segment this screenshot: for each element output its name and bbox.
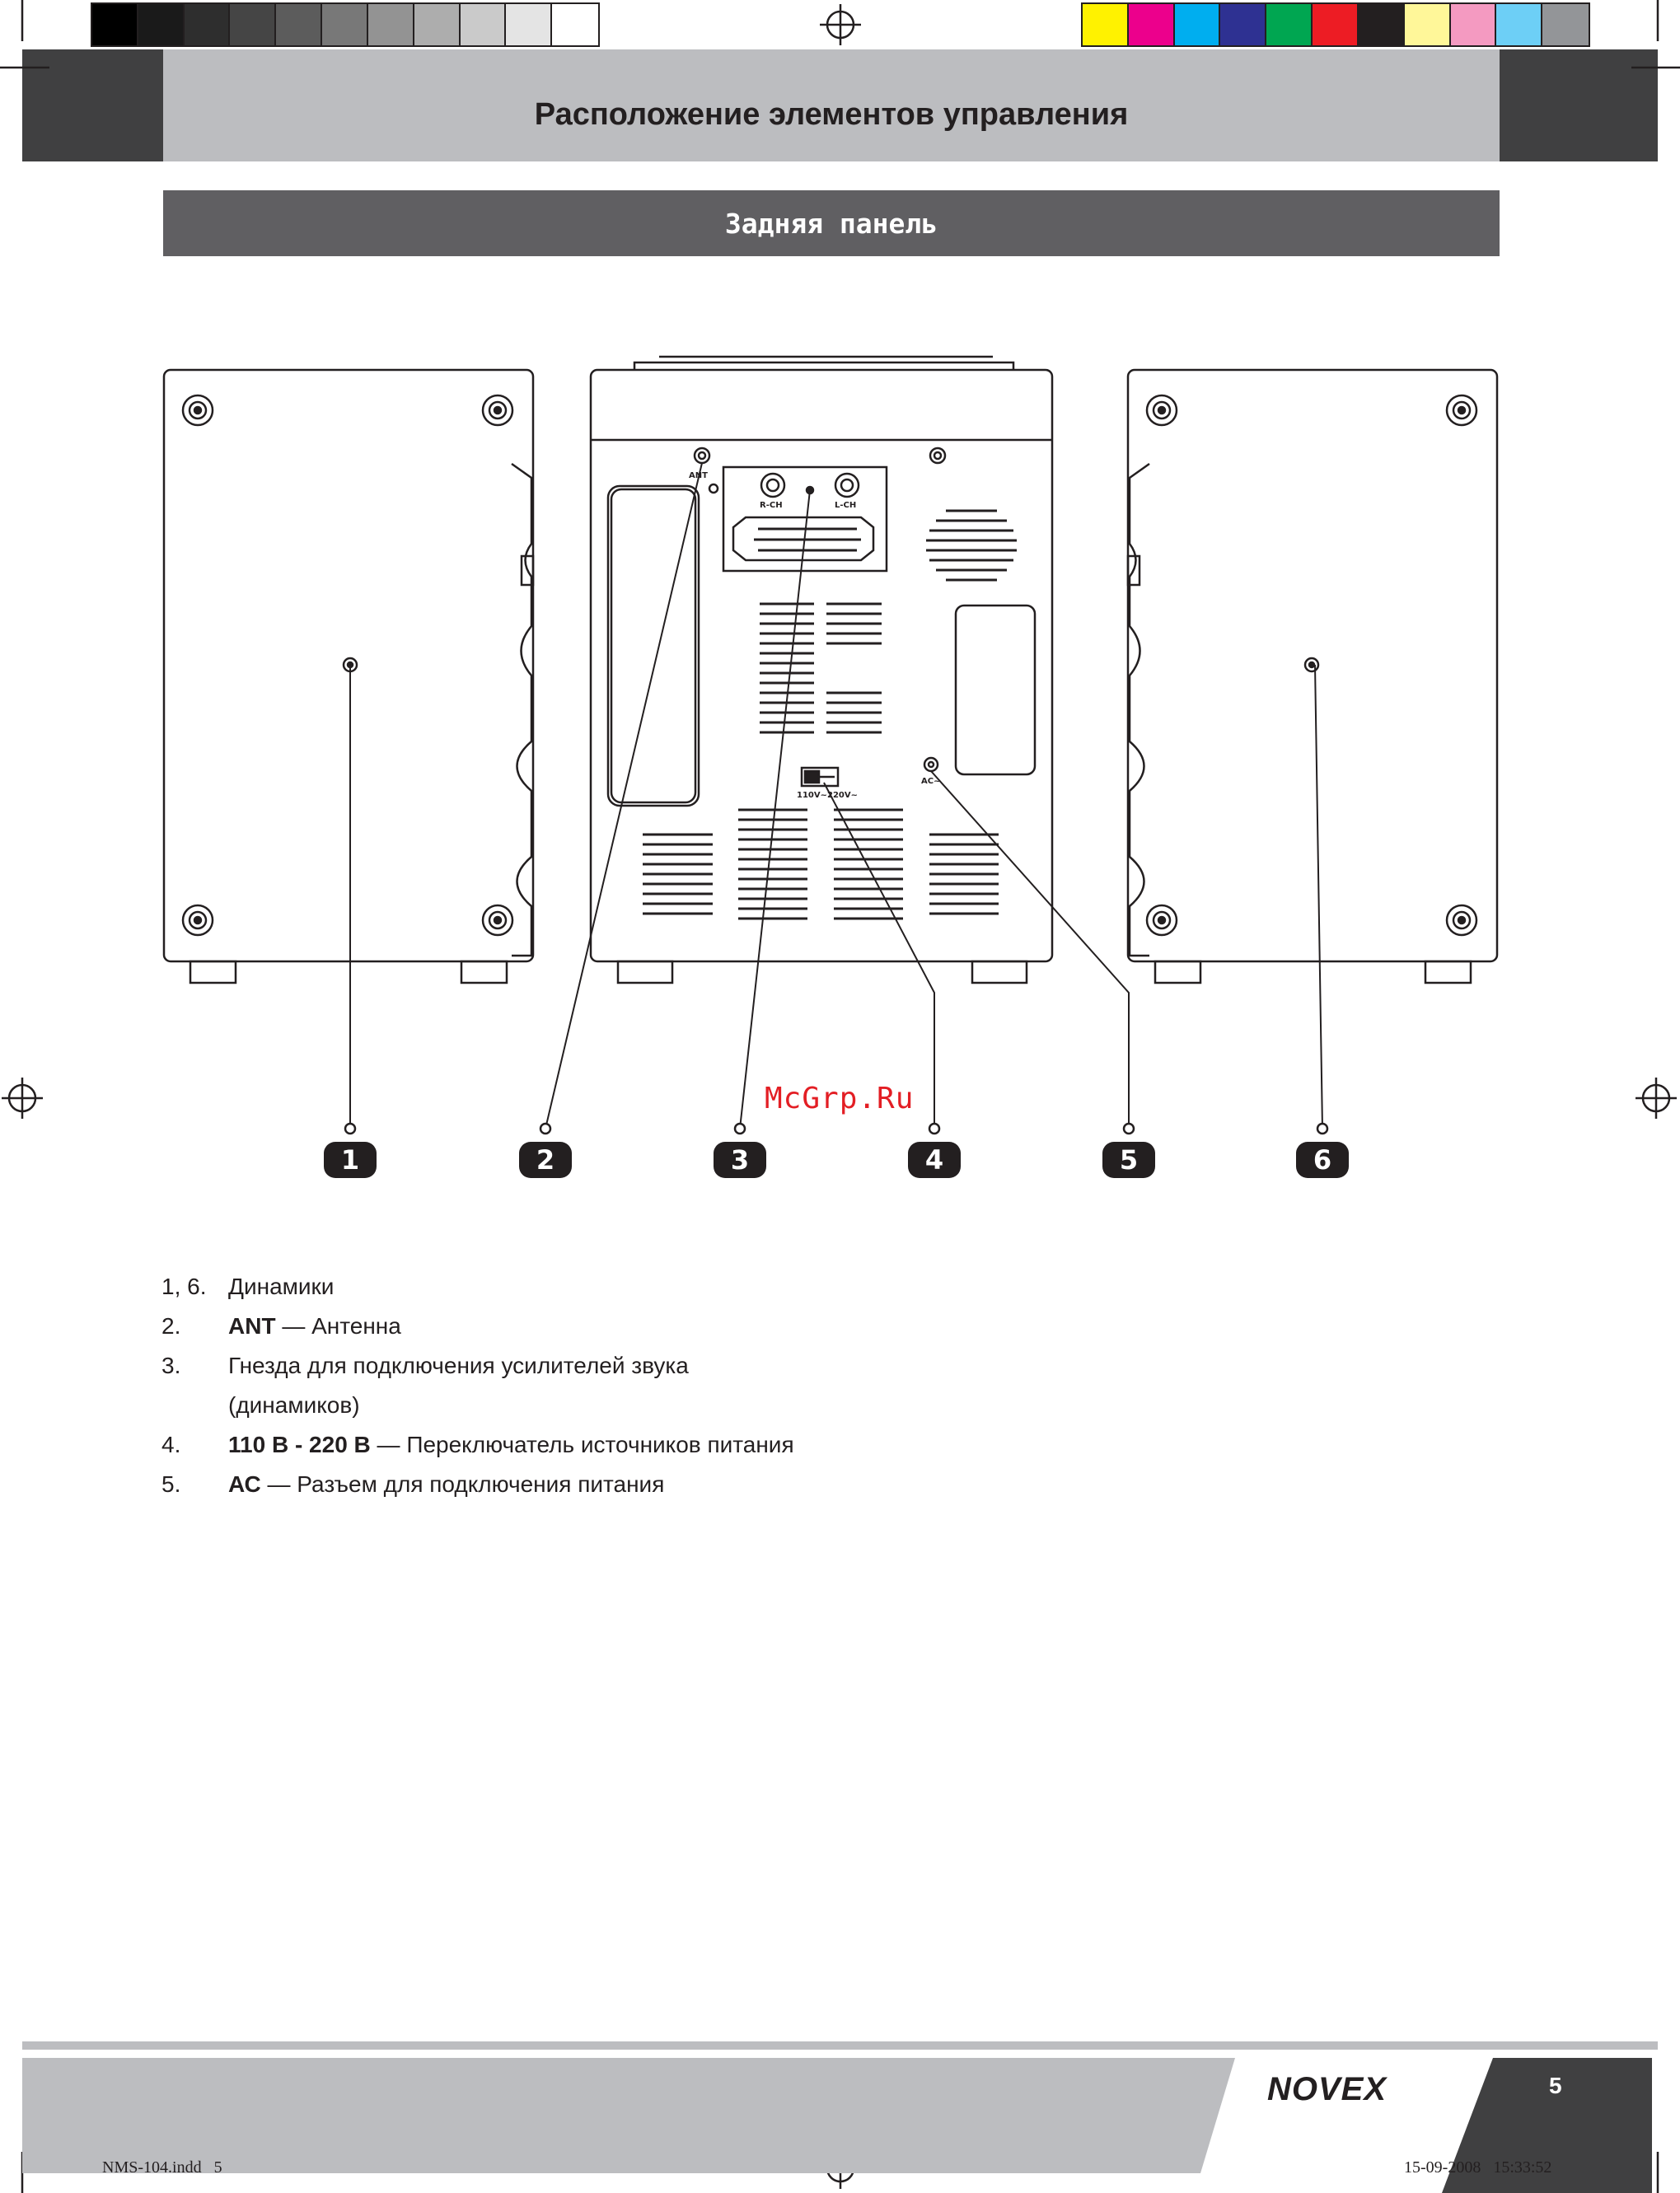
gray-swatch bbox=[322, 4, 368, 45]
footer-band bbox=[22, 2058, 1235, 2173]
ant-label: ANT bbox=[689, 471, 708, 480]
gray-swatch bbox=[414, 4, 461, 45]
voltage-label: 110V~220V~ bbox=[797, 791, 858, 800]
gray-swatch bbox=[367, 4, 414, 45]
gray-swatch bbox=[92, 4, 138, 45]
section-title: Задняя панель bbox=[163, 190, 1500, 256]
gray-swatch bbox=[138, 4, 185, 45]
callout-4: 4 bbox=[908, 1142, 961, 1178]
date-slug: 15-09-2008 15:33:52 bbox=[1404, 2158, 1552, 2177]
legend-text: Динамики bbox=[228, 1274, 335, 1299]
bottom-vents bbox=[643, 808, 999, 920]
leader-lines bbox=[349, 462, 1323, 1129]
callout-2: 2 bbox=[519, 1142, 572, 1178]
legend-number: 5. bbox=[161, 1471, 181, 1497]
color-swatch bbox=[1542, 4, 1589, 45]
legend-key: ANT bbox=[228, 1313, 276, 1339]
center-vents bbox=[760, 602, 882, 734]
ac-label: AC~ bbox=[921, 777, 940, 786]
legend-number: 1, 6. bbox=[161, 1274, 207, 1299]
color-swatch bbox=[1128, 4, 1175, 45]
callout-1: 1 bbox=[324, 1142, 377, 1178]
footer-rule bbox=[22, 2041, 1658, 2050]
legend-item: 2. ANT — Антенна bbox=[161, 1307, 794, 1346]
legend-number: 4. bbox=[161, 1432, 181, 1457]
color-swatch bbox=[1313, 4, 1359, 45]
round-grille bbox=[926, 509, 1017, 582]
color-swatch bbox=[1220, 4, 1267, 45]
left-speaker bbox=[162, 368, 535, 984]
registration-mark-left bbox=[2, 1078, 43, 1119]
gray-swatch bbox=[184, 4, 231, 45]
r-ch-label: R-CH bbox=[760, 501, 783, 510]
legend-number: 2. bbox=[161, 1313, 181, 1339]
legend-key: 110 В - 220 В bbox=[228, 1432, 371, 1457]
gray-swatch bbox=[506, 4, 553, 45]
leader-dots bbox=[344, 485, 1329, 1135]
l-ch-label: L-CH bbox=[835, 501, 856, 510]
brand-logo: NOVEX bbox=[1267, 2071, 1388, 2107]
color-swatch bbox=[1496, 4, 1543, 45]
page-number: 5 bbox=[1549, 2073, 1562, 2098]
gray-swatch bbox=[230, 4, 277, 45]
legend-number: 3. bbox=[161, 1353, 181, 1378]
legend-text: (динамиков) bbox=[228, 1392, 360, 1418]
legend-list: 1, 6. Динамики 2. ANT — Антенна 3. Гнезда д… bbox=[161, 1267, 794, 1504]
color-swatch bbox=[1174, 4, 1221, 45]
color-swatch bbox=[1450, 4, 1497, 45]
right-speaker bbox=[1126, 368, 1499, 984]
legend-item: 1, 6. Динамики bbox=[161, 1267, 794, 1307]
gray-calibration-bar bbox=[91, 2, 600, 47]
callout-3: 3 bbox=[714, 1142, 766, 1178]
registration-mark-top bbox=[820, 4, 861, 45]
main-unit bbox=[589, 355, 1054, 984]
color-swatch bbox=[1404, 4, 1451, 45]
registration-mark-right bbox=[1636, 1078, 1677, 1119]
legend-text: — Разъем для подключения питания bbox=[260, 1471, 665, 1497]
page-title: Расположение элементов управления bbox=[534, 96, 1129, 132]
gray-swatch bbox=[276, 4, 323, 45]
legend-text: Гнезда для подключения усилителей звука bbox=[228, 1353, 689, 1378]
header-band bbox=[163, 49, 1500, 161]
legend-item: (динамиков) bbox=[161, 1386, 794, 1425]
legend-key: АС bbox=[228, 1471, 261, 1497]
legend-text: — Антенна bbox=[275, 1313, 401, 1339]
color-swatch bbox=[1083, 4, 1129, 45]
legend-item: 4. 110 В - 220 В — Переключатель источник… bbox=[161, 1425, 794, 1465]
gray-swatch bbox=[460, 4, 507, 45]
color-calibration-bar bbox=[1081, 2, 1590, 47]
legend-item: 5. АС — Разъем для подключения питания bbox=[161, 1465, 794, 1504]
watermark: McGrp.Ru bbox=[765, 1082, 915, 1115]
color-swatch bbox=[1358, 4, 1405, 45]
gray-swatch bbox=[552, 4, 598, 45]
callout-6: 6 bbox=[1296, 1142, 1349, 1178]
callout-5: 5 bbox=[1102, 1142, 1155, 1178]
color-swatch bbox=[1266, 4, 1313, 45]
legend-text: — Переключатель источников питания bbox=[370, 1432, 794, 1457]
file-slug: NMS-104.indd 5 bbox=[102, 2158, 222, 2177]
legend-item: 3. Гнезда для подключения усилителей звук… bbox=[161, 1346, 794, 1386]
